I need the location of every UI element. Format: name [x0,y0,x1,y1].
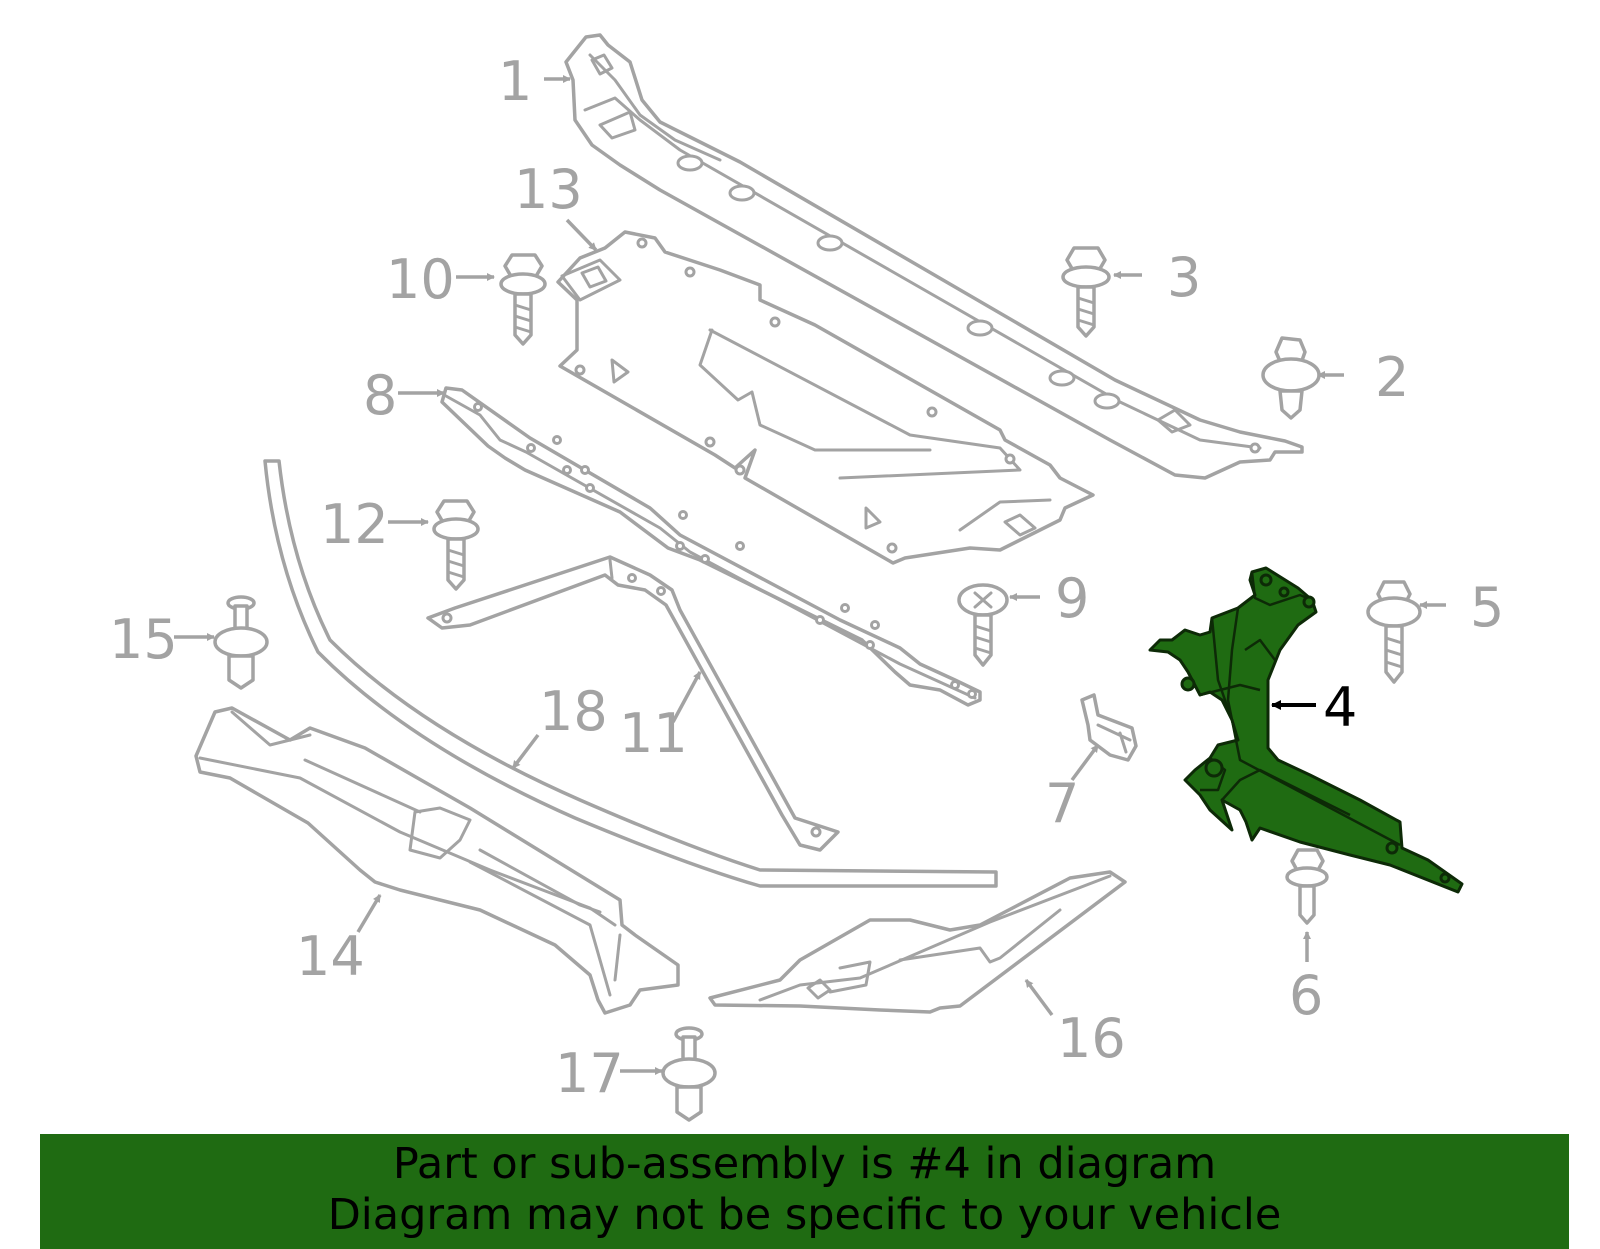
leader-13 [565,218,598,252]
part-13-shield-panel [556,230,1095,565]
callout-1: 1 [498,50,532,113]
part-7-small-bracket [1080,693,1138,762]
banner-line-part-number: Part or sub-assembly is #4 in diagram [392,1139,1217,1189]
callout-10: 10 [386,248,455,311]
fastener-5-bolt [1366,580,1422,684]
fastener-9-screw [957,583,1009,667]
part-8-lower-tie-bar [440,386,982,707]
callout-8: 8 [363,364,397,427]
notice-banner: Part or sub-assembly is #4 in diagram Di… [40,1134,1569,1249]
fastener-12-bolt [432,499,480,591]
callout-17: 17 [555,1042,624,1105]
callout-13: 13 [514,158,583,221]
part-18-seal-strip [263,459,998,888]
callout-4: 4 [1323,676,1357,739]
callout-16: 16 [1057,1007,1126,1070]
banner-line-disclaimer: Diagram may not be specific to your vehi… [327,1190,1282,1240]
fastener-15-push-pin [213,595,269,690]
callout-14: 14 [296,925,365,988]
fastener-10-bolt [499,253,547,346]
leader-7 [1070,743,1100,782]
callout-5: 5 [1470,576,1504,639]
leader-11 [671,671,702,723]
fastener-17-push-pin [661,1026,717,1122]
callout-11: 11 [619,702,688,765]
callout-3: 3 [1167,246,1201,309]
callout-6: 6 [1289,964,1323,1027]
fastener-2-push-clip [1261,336,1321,420]
callout-15: 15 [109,608,178,671]
part-16-lower-deflector [708,870,1127,1014]
fastener-6-bolt [1285,848,1329,925]
callout-12: 12 [320,493,389,556]
part-14-cowl-panel [194,706,680,1015]
part-11-brace [426,555,840,852]
leader-arrows [174,75,1446,1075]
callout-9: 9 [1055,567,1089,630]
callout-7: 7 [1045,772,1079,835]
leader-18 [511,733,540,770]
callout-18: 18 [539,680,608,743]
fastener-3-bolt [1061,246,1111,338]
leader-14 [356,894,382,933]
callout-labels: 1 2 3 4 5 6 7 8 9 10 11 12 13 14 15 16 1… [109,50,1504,1105]
leader-16 [1024,978,1054,1017]
part-1-upper-tie-bar [564,33,1304,480]
callout-2: 2 [1375,346,1409,409]
part-4-highlighted-bracket [1148,566,1464,894]
